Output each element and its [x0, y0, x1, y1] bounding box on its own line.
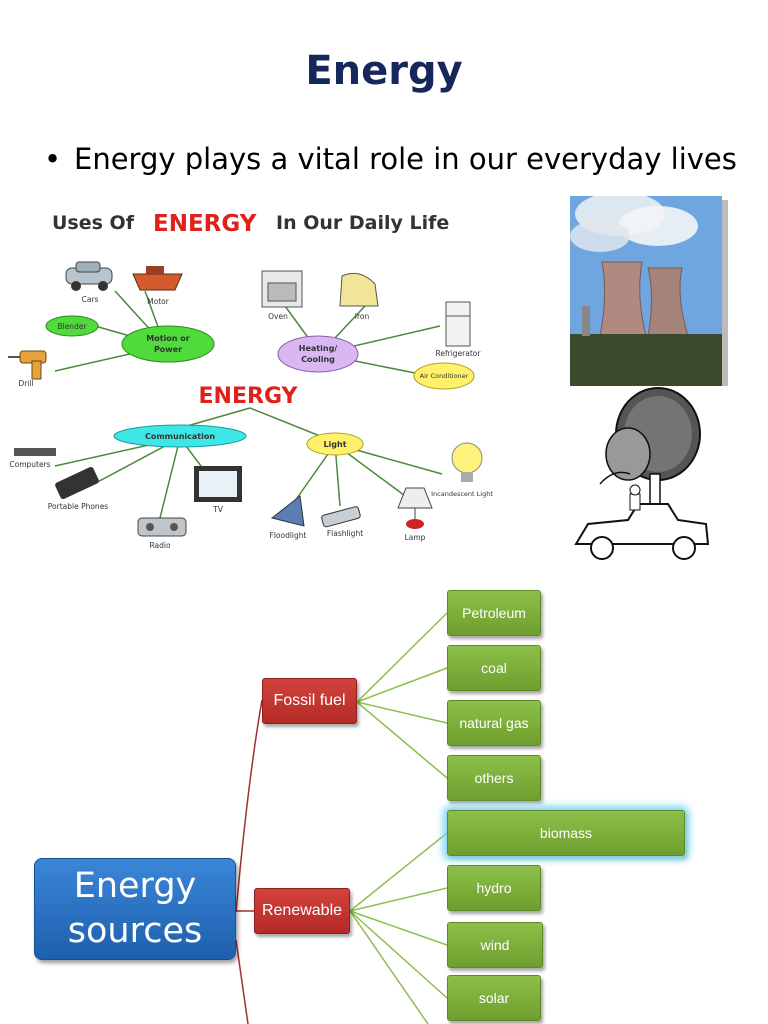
item-label-oven: Oven	[268, 312, 288, 321]
group-label-motion-2: Power	[154, 345, 182, 354]
uses-center-label: ENERGY	[199, 384, 299, 409]
connector-natural-gas	[356, 701, 448, 724]
item-label-cars: Cars	[82, 295, 99, 304]
blender-ellipse	[45, 315, 99, 337]
connector-root-fossil	[235, 699, 263, 913]
motion-power-ellipse	[121, 325, 215, 363]
heating-cooling-ellipse	[277, 335, 359, 373]
root-label-line1: Energy	[73, 865, 197, 906]
branch-renewable: Renewable	[254, 888, 350, 934]
connector-extra	[349, 910, 429, 1024]
connector-solar	[349, 910, 448, 999]
item-label-air-conditioner: Air Conditioner	[420, 372, 469, 380]
light-bulb-icon	[451, 442, 483, 482]
floodlight-icon	[270, 495, 305, 527]
item-label-drill: Drill	[18, 379, 33, 388]
group-label-heating-1: Heating/	[299, 344, 338, 353]
leaf-natural-gas: natural gas	[447, 700, 541, 746]
light-ellipse	[306, 432, 364, 456]
item-label-refrigerator: Refrigerator	[436, 349, 482, 358]
drill-icon	[8, 350, 47, 380]
communication-ellipse	[113, 424, 247, 448]
item-label-tv: TV	[212, 505, 224, 514]
item-label-lamp: Lamp	[405, 533, 426, 542]
item-label-iron: Iron	[355, 312, 370, 321]
bullet-dot: •	[44, 142, 62, 176]
connector-others	[356, 701, 448, 779]
leaf-coal: coal	[447, 645, 541, 691]
connector-root-more	[235, 939, 249, 1024]
connector-coal	[356, 667, 448, 703]
leaf-hydro: hydro	[447, 865, 541, 911]
connector-petroleum	[356, 612, 448, 703]
group-label-motion-1: Motion or	[146, 334, 189, 343]
group-label-light: Light	[323, 440, 346, 449]
group-label-communication: Communication	[145, 432, 215, 441]
refrigerator-icon	[445, 301, 471, 347]
air-conditioner-ellipse	[413, 362, 475, 390]
group-label-heating-2: Cooling	[301, 355, 335, 364]
leaf-petroleum: Petroleum	[447, 590, 541, 636]
bullet-point: • Energy plays a vital role in our everyd…	[44, 142, 737, 176]
energy-sources-root: Energy sources	[34, 858, 236, 960]
item-label-computers: Computers	[9, 460, 50, 469]
item-label-incandescent: Incandescent Light	[431, 490, 493, 498]
uses-of-energy-diagram: Uses Of ENERGY In Our Daily Life	[8, 211, 493, 550]
item-label-floodlight: Floodlight	[270, 531, 307, 540]
uses-heading-highlight: ENERGY	[153, 211, 257, 237]
branch-fossil-fuel: Fossil fuel	[262, 678, 357, 724]
car-tree-illustration	[574, 387, 710, 560]
flashlight-icon	[321, 506, 361, 528]
uses-heading-prefix: Uses Of	[52, 212, 135, 234]
root-label-line2: sources	[67, 911, 203, 951]
computer-icon	[14, 448, 56, 456]
item-label-portable-phones: Portable Phones	[48, 502, 109, 511]
portable-phone-icon	[55, 466, 99, 500]
item-label-motor: Motor	[147, 297, 170, 306]
tv-icon	[194, 466, 242, 502]
leaf-wind: wind	[447, 922, 543, 968]
item-label-radio: Radio	[149, 541, 170, 550]
lamp-icon	[397, 487, 433, 529]
iron-icon	[339, 272, 379, 307]
slide-title: Energy	[305, 48, 463, 94]
power-plant-image	[570, 196, 728, 386]
energy-sources-connectors	[235, 612, 448, 1024]
connector-wind	[349, 910, 448, 946]
bullet-text: Energy plays a vital role in our everyda…	[74, 142, 737, 176]
leaf-biomass: biomass	[447, 810, 685, 856]
oven-icon	[261, 270, 303, 308]
leaf-others: others	[447, 755, 541, 801]
connector-hydro	[349, 887, 448, 912]
motor-boat-icon	[132, 266, 183, 291]
item-label-blender: Blender	[57, 322, 87, 331]
item-label-flashlight: Flashlight	[327, 529, 363, 538]
radio-icon	[137, 517, 187, 537]
car-icon	[65, 261, 113, 291]
connector-biomass	[349, 832, 448, 912]
leaf-solar: solar	[447, 975, 541, 1021]
uses-heading-suffix: In Our Daily Life	[276, 212, 449, 234]
